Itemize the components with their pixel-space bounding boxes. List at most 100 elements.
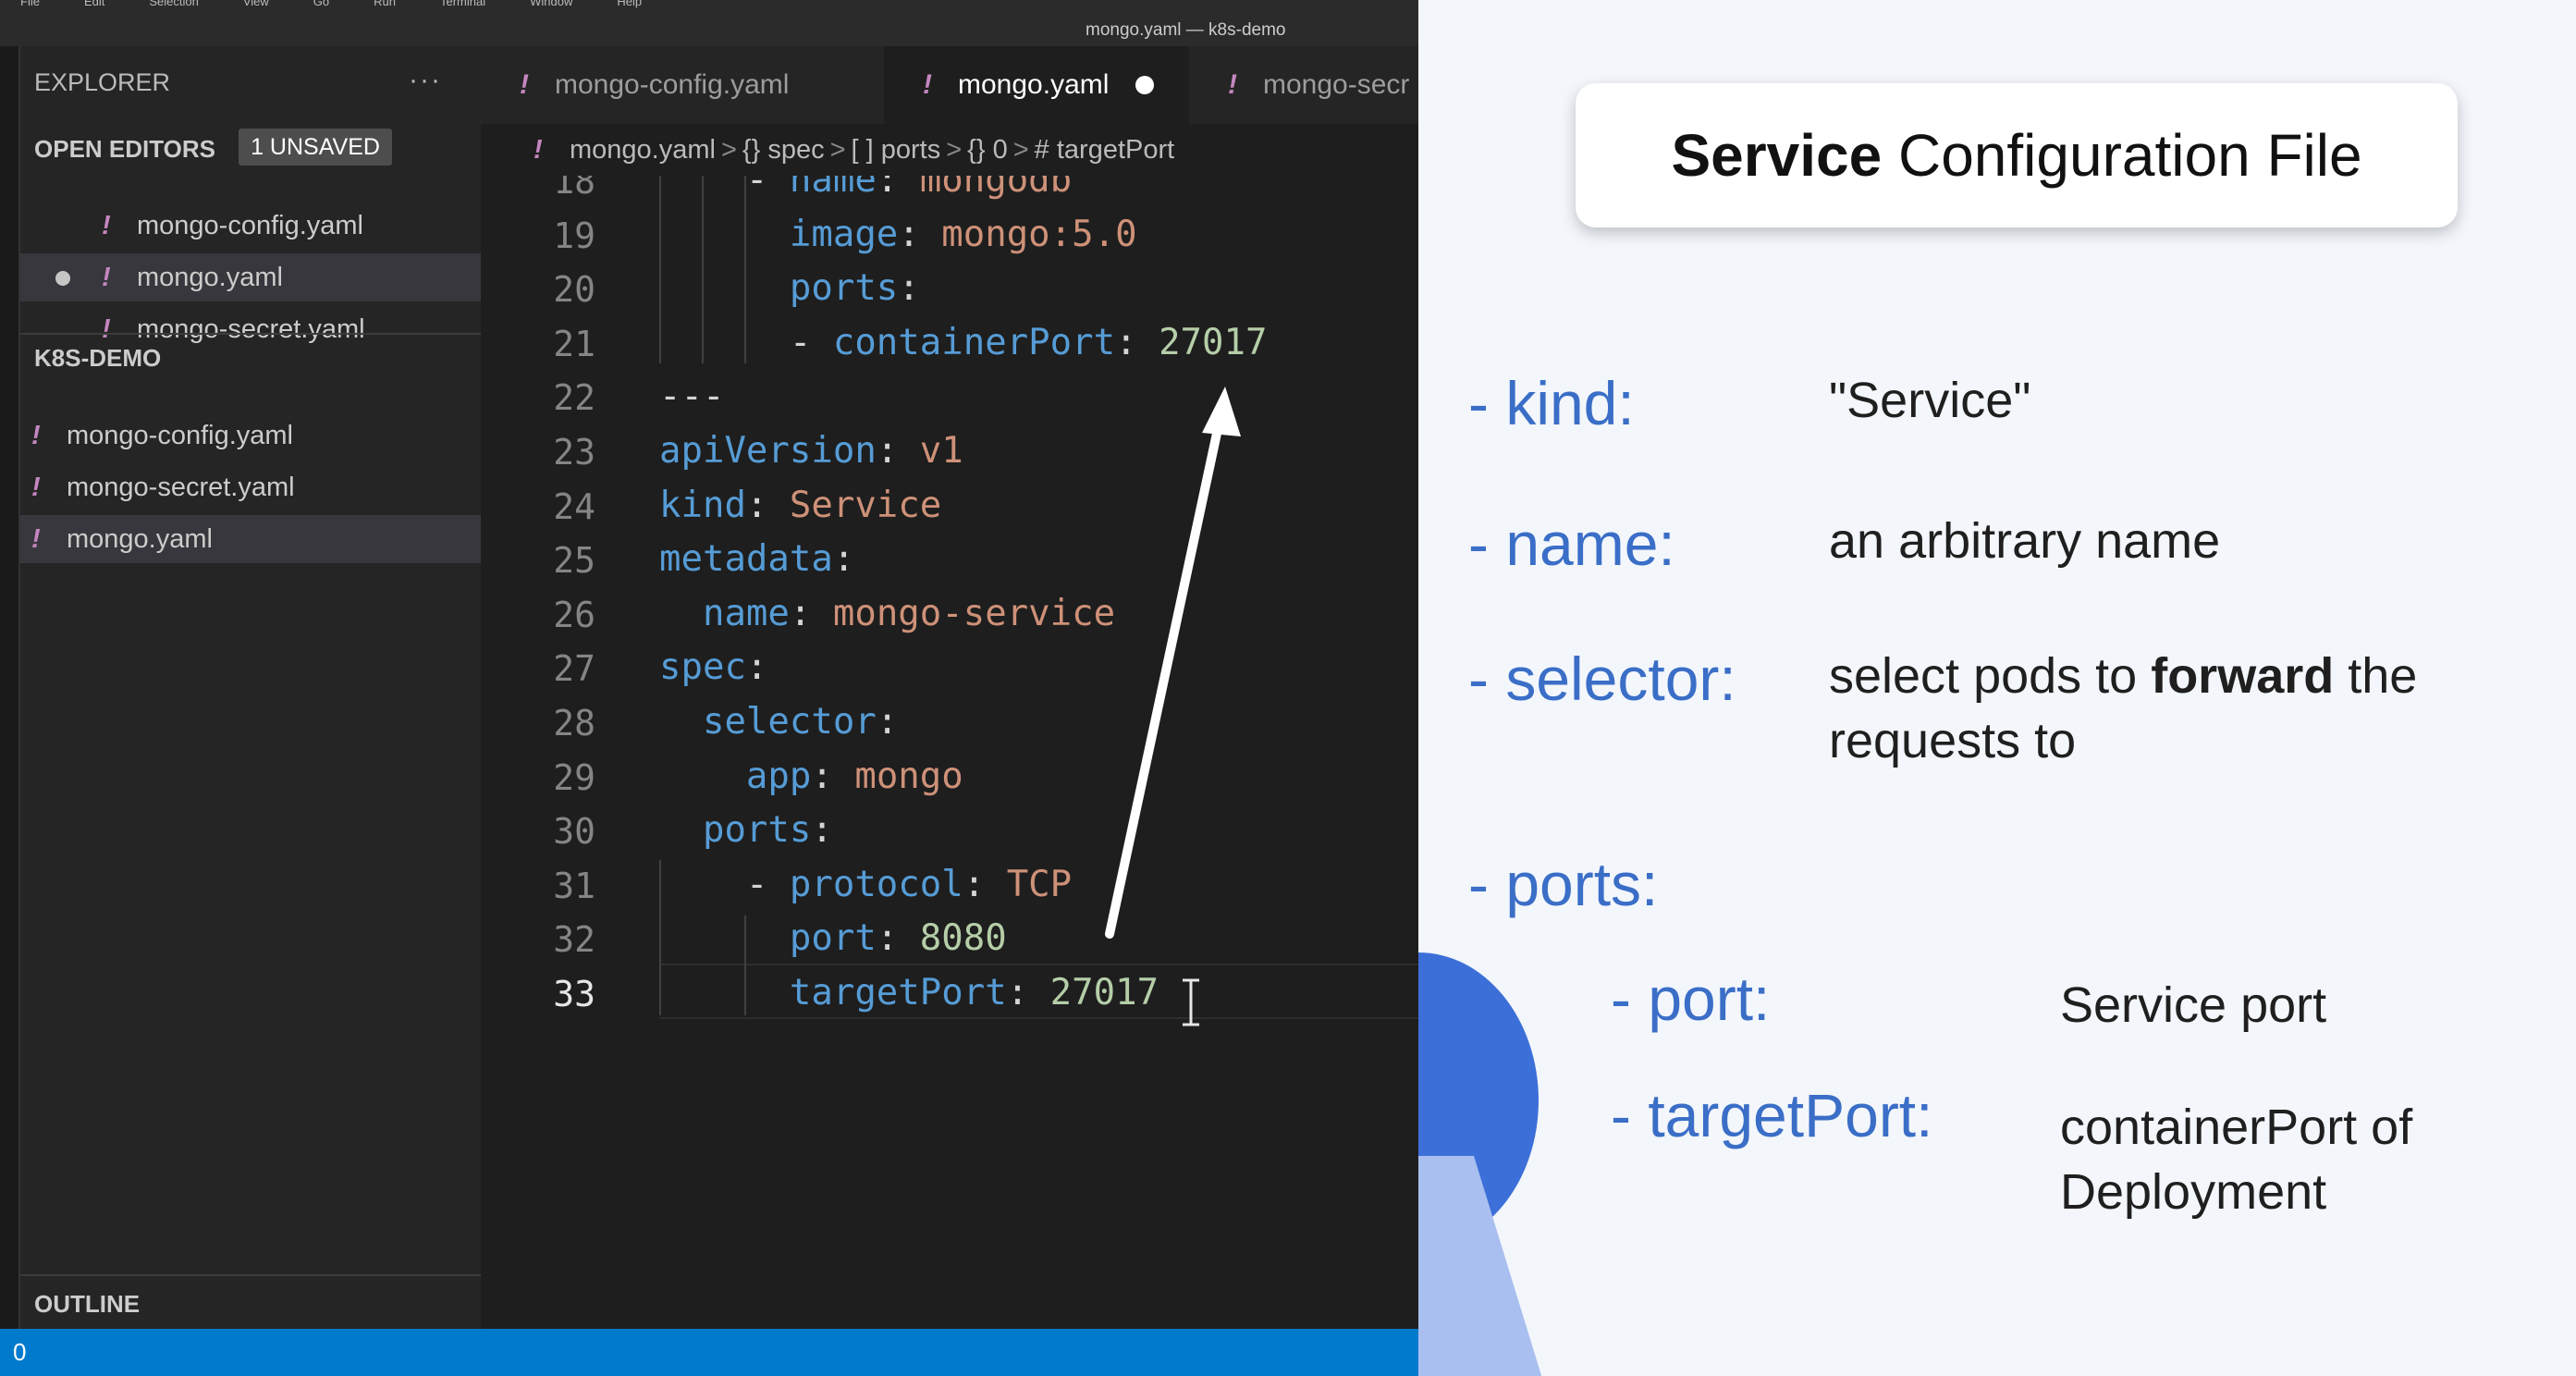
code-token: :	[745, 646, 768, 689]
tab-label: mongo-config.yaml	[555, 69, 790, 100]
code-line[interactable]: ---	[659, 375, 724, 417]
project-header[interactable]: K8S-DEMO	[34, 344, 162, 372]
yaml-file-icon: !	[520, 69, 529, 100]
line-number: 25	[553, 540, 595, 582]
code-token: :	[811, 809, 833, 852]
selector-text-bold: forward	[2151, 648, 2335, 704]
tab-label: mongo.yaml	[958, 69, 1110, 100]
code-line[interactable]: targetPort: 27017	[659, 972, 1159, 1014]
code-token: :	[876, 176, 920, 201]
line-number: 33	[553, 974, 595, 1014]
line-number: 27	[553, 648, 595, 690]
breadcrumb-file[interactable]: mongo.yaml	[570, 135, 716, 165]
menu-help[interactable]: Help	[617, 0, 643, 8]
code-line[interactable]: kind: Service	[659, 485, 941, 526]
app-menu[interactable]: File Edit Selection View Go Run Terminal Window…	[20, 0, 686, 9]
line-number: 21	[553, 323, 595, 364]
breadcrumb-index[interactable]: {} 0	[967, 135, 1008, 165]
code-token: name	[702, 592, 790, 634]
project-file-mongo[interactable]: ! mongo.yaml	[20, 515, 481, 563]
code-line[interactable]: app: mongo	[659, 756, 963, 797]
code-token: :	[898, 267, 920, 310]
line-number: 22	[553, 377, 595, 419]
chevron-right-icon: >	[1012, 135, 1029, 165]
code-line[interactable]: apiVersion: v1	[659, 430, 963, 472]
menu-view[interactable]: View	[242, 0, 269, 8]
code-token: :	[789, 592, 833, 634]
code-line[interactable]: metadata:	[659, 538, 854, 580]
code-line[interactable]: image: mongo:5.0	[659, 214, 1137, 255]
code-token: 27017	[1159, 321, 1268, 363]
status-text[interactable]: 0	[13, 1338, 27, 1366]
slide-title-bold: Service	[1671, 122, 1883, 189]
tab-mongo-config[interactable]: ! mongo-config.yaml	[481, 46, 884, 124]
code-line[interactable]: selector:	[659, 701, 898, 743]
menu-run[interactable]: Run	[374, 0, 396, 8]
section-divider	[20, 333, 481, 335]
menu-window[interactable]: Window	[530, 0, 573, 8]
project-file-mongo-secret[interactable]: ! mongo-secret.yaml	[20, 463, 481, 511]
code-line[interactable]: - protocol: TCP	[659, 864, 1072, 905]
indent-guide	[702, 176, 704, 363]
slide-key-selector: - selector:	[1468, 645, 1736, 713]
code-token: -	[659, 176, 790, 201]
more-actions-icon[interactable]: ···	[409, 65, 442, 95]
line-number: 29	[553, 756, 595, 798]
open-editor-item-mongo-config[interactable]: ! mongo-config.yaml	[20, 202, 481, 250]
text-cursor-icon	[1183, 978, 1199, 1026]
code-token	[659, 214, 790, 255]
code-line[interactable]: ports:	[659, 809, 833, 851]
explorer-header: EXPLORER	[34, 68, 171, 96]
code-line[interactable]: name: mongo-service	[659, 593, 1115, 634]
editor-tabs: ! mongo-config.yaml ! mongo.yaml ! mongo…	[481, 46, 1418, 124]
open-editors-header[interactable]: OPEN EDITORS	[34, 135, 216, 163]
code-token	[659, 809, 703, 851]
code-token: containerPort	[832, 321, 1116, 363]
menu-terminal[interactable]: Terminal	[440, 0, 486, 8]
unsaved-dot-icon[interactable]	[55, 271, 70, 286]
code-token: -	[789, 321, 812, 363]
code-line[interactable]: ports:	[659, 267, 920, 309]
yaml-file-icon: !	[102, 314, 111, 344]
menu-selection[interactable]: Selection	[149, 0, 199, 8]
breadcrumb-path: mongo.yaml>{} spec>[ ] ports>{} 0># targ…	[570, 124, 1174, 176]
open-editor-item-mongo[interactable]: ! mongo.yaml	[20, 253, 481, 301]
outline-header[interactable]: OUTLINE	[34, 1290, 141, 1318]
yaml-file-icon: !	[102, 211, 111, 240]
code-line[interactable]: spec:	[659, 646, 767, 688]
code-token: app	[745, 755, 812, 797]
unsaved-dot-icon[interactable]	[1135, 76, 1154, 94]
menu-file[interactable]: File	[20, 0, 40, 8]
menu-edit[interactable]: Edit	[83, 0, 105, 8]
activity-bar	[0, 46, 20, 1329]
breadcrumb-spec[interactable]: {} spec	[742, 135, 825, 165]
code-token: :	[876, 701, 899, 743]
code-token	[659, 917, 790, 959]
outline-panel[interactable]: OUTLINE	[20, 1274, 481, 1331]
tab-mongo[interactable]: ! mongo.yaml	[884, 46, 1189, 124]
code-token: mongo-service	[832, 592, 1116, 634]
code-line[interactable]: - containerPort: 27017	[659, 321, 1268, 363]
code-token	[659, 701, 703, 743]
tab-mongo-secret[interactable]: ! mongo-secr	[1189, 46, 1418, 124]
open-editor-item-mongo-secret[interactable]: ! mongo-secret.yaml	[20, 305, 481, 353]
file-name: mongo-config.yaml	[137, 211, 363, 240]
yaml-file-icon: !	[1228, 69, 1237, 100]
breadcrumb-targetport[interactable]: # targetPort	[1034, 135, 1175, 165]
slide-value-kind: "Service"	[1829, 373, 2031, 428]
line-number: 19	[553, 215, 595, 256]
code-token: targetPort	[789, 972, 1007, 1014]
code-line[interactable]: port: 8080	[659, 917, 1007, 959]
breadcrumb-ports[interactable]: [ ] ports	[851, 135, 941, 165]
code-line[interactable]: - name: mongodb	[659, 176, 1072, 201]
title-bar: mongo.yaml — k8s-demo	[0, 15, 1418, 46]
code-token: mongo:5.0	[941, 213, 1137, 255]
menu-go[interactable]: Go	[313, 0, 330, 8]
code-token: mongodb	[919, 176, 1073, 201]
code-token: metadata	[659, 538, 833, 581]
project-file-mongo-config[interactable]: ! mongo-config.yaml	[20, 412, 481, 460]
explorer-sidebar: EXPLORER ··· OPEN EDITORS 1 UNSAVED ! mo…	[20, 46, 481, 1329]
code-token: Service	[789, 484, 942, 526]
code-token: name	[789, 176, 877, 201]
